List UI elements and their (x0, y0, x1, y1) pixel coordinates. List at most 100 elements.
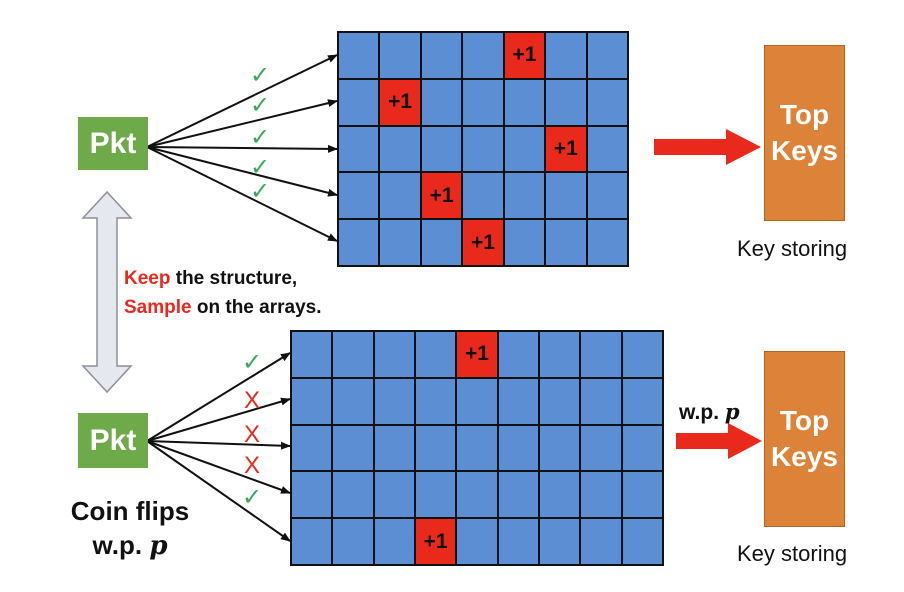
bottom-counter-cell (581, 519, 621, 564)
coin-flips-line1: Coin flips (70, 496, 190, 526)
top-counter-cell (587, 126, 627, 172)
top-pkt-label: Pkt (89, 126, 137, 160)
bottom-counter-cell (374, 519, 414, 564)
top-check-icon: ✓ (249, 124, 271, 151)
bottom-check-icon: ✓ (241, 484, 263, 511)
top-counter-cell (463, 126, 503, 172)
top-counter-cell (587, 173, 627, 219)
bottom-fanout-arrows (146, 352, 291, 542)
top-fanout-arrows (146, 54, 338, 242)
bottom-counter-cell (539, 425, 580, 471)
bottom-cross-icon: X (243, 387, 260, 414)
top-arrow-row-3 (146, 144, 338, 153)
top-check-icon: ✓ (249, 62, 271, 89)
top-counter-cell (587, 79, 627, 125)
top-counter-cell (421, 33, 462, 78)
top-counter-cell-incremented: +1 (504, 33, 545, 78)
top-counter-cell (339, 126, 379, 172)
bottom-counter-cell (581, 332, 621, 377)
top-counter-cell (421, 79, 462, 125)
bottom-counter-cell (415, 378, 456, 424)
bottom-counter-cell (539, 378, 580, 424)
keep-word: Keep (124, 268, 171, 289)
bottom-arrow-row-2 (146, 397, 291, 442)
top-counter-cell (504, 220, 545, 265)
top-sketch-array: +1+1+1+1+1 (337, 31, 629, 267)
top-counter-cell (504, 173, 545, 219)
sample-arrays-note: Sample on the arrays. (124, 297, 321, 319)
top-arrow-row-5 (146, 146, 338, 242)
coin-wp-prefix: w.p. (92, 530, 150, 560)
bottom-counter-cell (457, 425, 497, 471)
bottom-counter-cell (333, 332, 373, 377)
bottom-counter-cell (292, 378, 332, 424)
top-counter-cell (339, 173, 379, 219)
top-counter-cell (339, 79, 379, 125)
top-arrow-row-4 (146, 146, 338, 197)
wp-prefix: w.p. (679, 401, 725, 424)
top-counter-cell (463, 173, 503, 219)
top-check-icon: ✓ (249, 92, 271, 119)
wp-probability-label: w.p. p (679, 399, 740, 425)
bottom-cross-icon: X (243, 421, 260, 448)
bottom-cross-icon: X (243, 452, 260, 479)
top-counter-cell-incremented: +1 (380, 79, 420, 125)
bottom-check-icon: ✓ (241, 349, 263, 376)
bottom-counter-cell (581, 425, 621, 471)
coin-flips-label: Coin flips w.p. p (55, 494, 205, 563)
keep-rest: the structure, (170, 268, 298, 289)
top-check-icon: ✓ (249, 178, 271, 205)
top-counter-cell (380, 173, 420, 219)
sample-word: Sample (124, 297, 192, 318)
bottom-sketch-array: +1+1 (290, 330, 664, 566)
top-counter-cell-incremented: +1 (421, 173, 462, 219)
bottom-key-storage-box: Top Keys (764, 351, 845, 527)
bottom-counter-cell (622, 425, 662, 471)
bottom-counter-cell (498, 472, 538, 518)
bottom-counter-cell (539, 332, 580, 377)
top-box-line1: Top (779, 99, 830, 130)
top-counter-cell (421, 126, 462, 172)
top-key-storing-caption: Key storing (737, 236, 848, 261)
bottom-counter-cell (415, 332, 456, 377)
top-box-line2: Keys (771, 135, 838, 166)
top-counter-cell (546, 173, 586, 219)
bottom-arrow-row-1 (146, 352, 291, 442)
top-counter-cell (546, 220, 586, 265)
bottom-counter-cell-incremented: +1 (457, 332, 497, 377)
bottom-counter-cell (292, 425, 332, 471)
bottom-counter-cell (292, 472, 332, 518)
top-counter-cell (504, 79, 545, 125)
bottom-pkt-label: Pkt (89, 423, 137, 457)
top-counter-cell (421, 220, 462, 265)
bottom-red-arrow (676, 423, 762, 459)
bottom-counter-cell (622, 472, 662, 518)
coin-flips-line2: w.p. p (55, 528, 205, 563)
bottom-counter-cell (581, 472, 621, 518)
bottom-counter-cell (622, 332, 662, 377)
bottom-counter-cell (498, 519, 538, 564)
bottom-counter-cell (415, 472, 456, 518)
bottom-counter-cell (374, 378, 414, 424)
top-counter-cell (546, 33, 586, 78)
bottom-counter-cell (457, 519, 497, 564)
bottom-counter-cell (415, 425, 456, 471)
bottom-counter-cell (539, 472, 580, 518)
sample-rest: on the arrays. (191, 297, 322, 318)
bottom-counter-cell (333, 519, 373, 564)
top-pkt-box: Pkt (78, 117, 148, 170)
bottom-counter-cell (457, 472, 497, 518)
bottom-counter-cell (374, 332, 414, 377)
coin-p-symbol: p (149, 531, 168, 561)
bottom-counter-cell (581, 378, 621, 424)
bottom-arrow-row-4 (146, 440, 291, 494)
top-arrow-row-1 (146, 54, 338, 148)
double-headed-arrow (81, 190, 133, 394)
bottom-counter-cell (292, 519, 332, 564)
top-counter-cell (587, 220, 627, 265)
bottom-counter-cell (457, 378, 497, 424)
top-counter-cell (504, 126, 545, 172)
bottom-box-line2: Keys (771, 441, 838, 472)
